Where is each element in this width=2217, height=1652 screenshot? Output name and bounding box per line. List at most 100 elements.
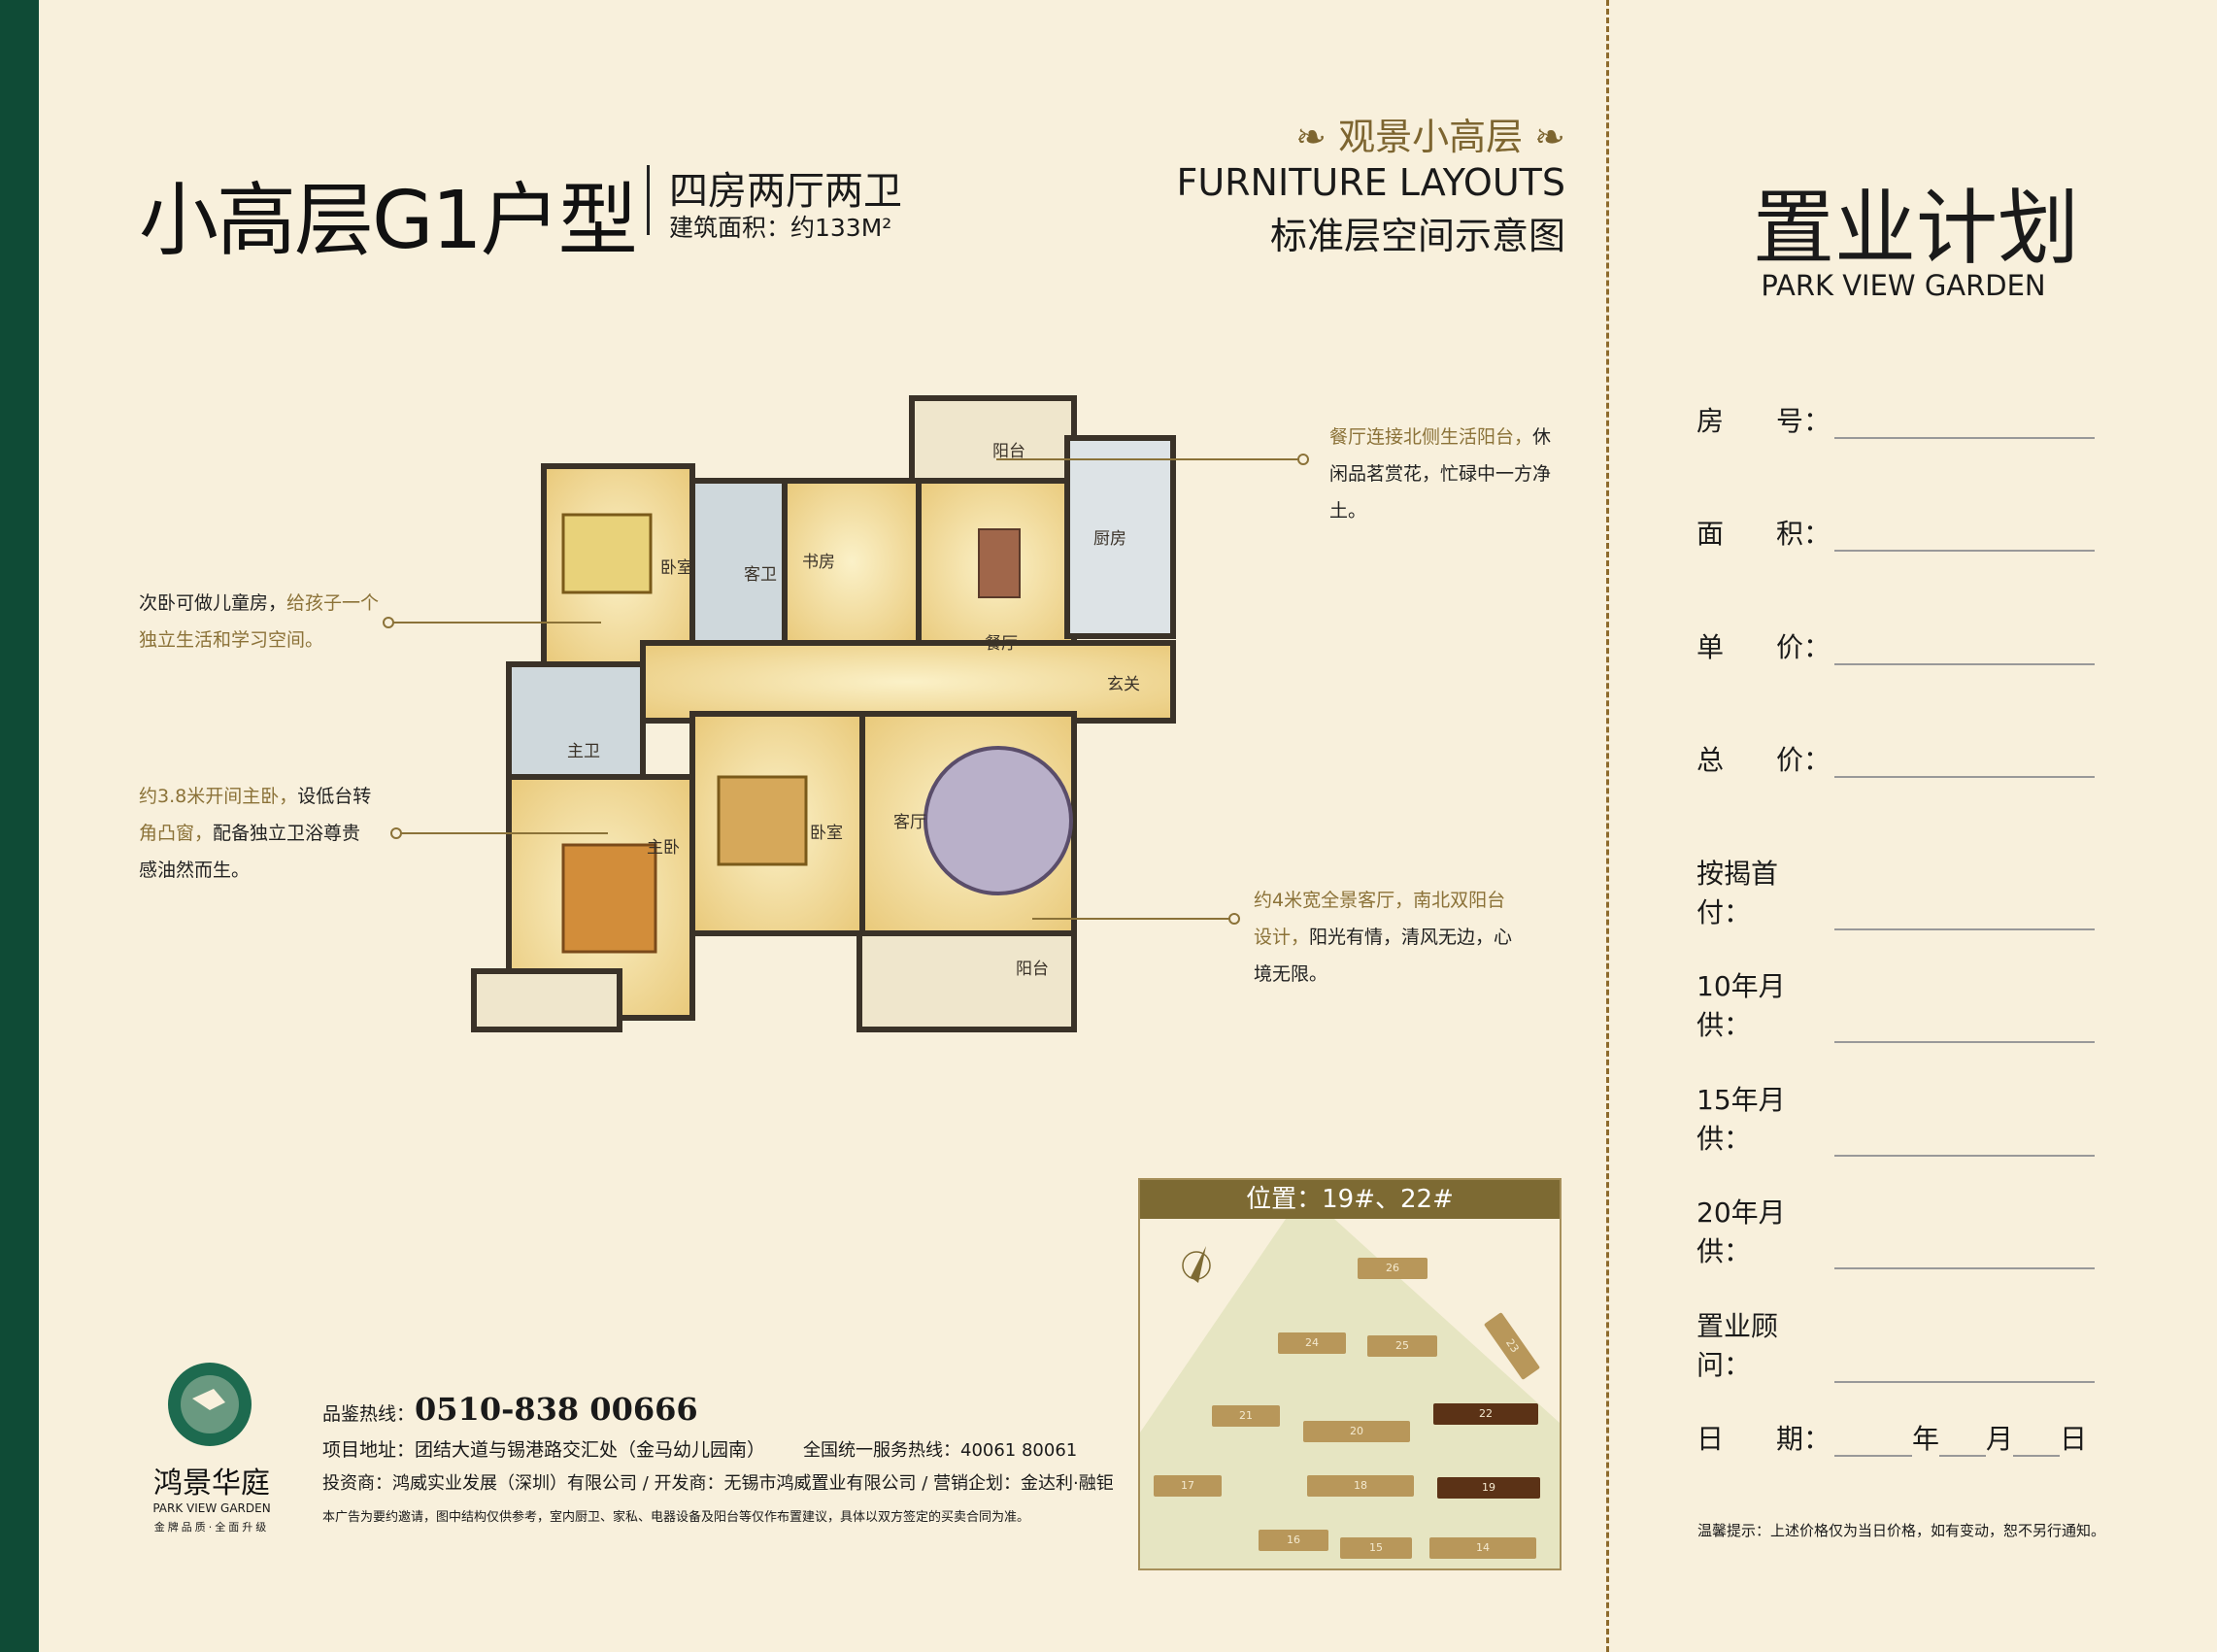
building-17: 17 (1154, 1475, 1222, 1497)
price-notice: 温馨提示：上述价格仅为当日价格，如有变动，恕不另行通知。 (1697, 1522, 2106, 1539)
ann1-l1b: 给孩子一个 (286, 592, 380, 614)
field-input[interactable] (1834, 751, 2095, 778)
building-18: 18 (1307, 1475, 1414, 1497)
field-input[interactable] (1834, 638, 2095, 665)
field-input[interactable] (1834, 1356, 2095, 1383)
field-label: 价： (1775, 744, 1831, 776)
label-foyer: 玄关 (1107, 675, 1140, 694)
ann3-l2: 闲品茗赏花，忙碌中一方净 (1329, 463, 1552, 485)
brand-slogan: 金牌品质·全面升级 (153, 1521, 270, 1534)
location-map: 位置：19#、22# 26 24 25 23 21 20 22 17 18 19… (1138, 1178, 1562, 1570)
field-label: 按揭首付： (1696, 858, 1779, 928)
room-master-bath (506, 661, 646, 780)
tag-title: ❧ 观景小高层 ❧ (1295, 116, 1565, 158)
tear-line (1606, 0, 1609, 1652)
annotation-master: 约3.8米开间主卧，设低台转 角凸窗，配备独立卫浴尊贵 感油然而生。 (139, 778, 371, 889)
field-consultant[interactable]: 置业顾问： (1696, 1305, 2095, 1383)
field-label: 日 (1696, 1423, 1725, 1455)
logo-emblem-icon (168, 1363, 252, 1446)
building-15: 15 (1340, 1537, 1412, 1559)
title-divider (647, 165, 650, 235)
brand-name-en: PARK VIEW GARDEN (152, 1501, 271, 1515)
field-label: 10年月供： (1696, 970, 1786, 1041)
ann1-l2: 独立生活和学习空间。 (139, 629, 324, 651)
hotline: 品鉴热线：0510-838 00666 (322, 1391, 698, 1428)
living-rug (924, 746, 1073, 895)
company-info: 投资商：鸿威实业发展（深圳）有限公司 / 开发商：无锡市鸿威置业有限公司 / 营… (322, 1473, 1114, 1494)
label-bedroom-2: 卧室 (810, 824, 843, 843)
leader-dot-1 (383, 617, 394, 628)
location-title: 位置：19#、22# (1140, 1180, 1560, 1219)
field-unit-price[interactable]: 单 价： (1696, 626, 2095, 665)
leader-dot-3 (1297, 454, 1309, 465)
ann4-l1: 约4米宽全景客厅，南北双阳台 (1254, 890, 1506, 911)
field-label: 单 (1696, 631, 1725, 663)
field-input[interactable] (1834, 1242, 2095, 1269)
annotation-dining: 餐厅连接北侧生活阳台，休 闲品茗赏花，忙碌中一方净 土。 (1329, 419, 1551, 529)
field-total-price[interactable]: 总 价： (1696, 739, 2095, 778)
brand-logo: 鸿景华庭 PARK VIEW GARDEN 金牌品质·全面升级 (124, 1360, 299, 1534)
label-master-bath: 主卫 (567, 742, 600, 761)
field-label: 房 (1696, 405, 1725, 437)
hotline-number: 0510-838 00666 (415, 1391, 698, 1428)
building-20: 20 (1303, 1421, 1410, 1442)
room-kitchen (1064, 435, 1176, 639)
north-balcony (909, 395, 1077, 484)
view-cone (1140, 1219, 1560, 1568)
bed-2 (717, 775, 808, 866)
date-day-input[interactable] (2013, 1430, 2061, 1457)
label-guest-bath: 客卫 (744, 565, 777, 585)
field-input[interactable] (1834, 1129, 2095, 1157)
field-label: 价： (1775, 631, 1831, 663)
field-20yr-payment[interactable]: 20年月供： (1696, 1192, 2095, 1269)
subtitle-cn: 标准层空间示意图 (1269, 215, 1565, 257)
service-hotline: 全国统一服务热线：40061 80061 (803, 1440, 1078, 1461)
field-area[interactable]: 面积： (1696, 513, 2095, 552)
tag-text: 观景小高层 (1338, 116, 1524, 158)
ann3-l1b: 休 (1532, 426, 1552, 448)
master-bed (561, 843, 657, 954)
label-master-bedroom: 主卧 (647, 838, 680, 858)
label-bedroom-1: 卧室 (660, 558, 693, 578)
building-21: 21 (1212, 1405, 1280, 1427)
compass-icon (1182, 1246, 1211, 1283)
subtitle-en: FURNITURE LAYOUTS (1176, 161, 1565, 204)
building-24: 24 (1278, 1332, 1346, 1354)
month-label: 月 (1986, 1423, 2014, 1455)
building-area: 建筑面积：约133M² (669, 214, 892, 242)
ann3-l3: 土。 (1329, 500, 1367, 522)
ann4-l3: 境无限。 (1254, 963, 1328, 985)
building-25: 25 (1367, 1335, 1437, 1357)
ann4-l2b: 阳光有情，清风无边，心 (1309, 927, 1513, 948)
annotation-living: 约4米宽全景客厅，南北双阳台 设计，阳光有情，清风无边，心 境无限。 (1254, 882, 1512, 993)
label-kitchen: 厨房 (1093, 529, 1126, 549)
room-guest-bath (689, 478, 788, 654)
field-room-no[interactable]: 房 号： (1696, 400, 2095, 439)
west-balcony (471, 968, 622, 1032)
field-10yr-payment[interactable]: 10年月供： (1696, 965, 2095, 1043)
field-input[interactable] (1834, 524, 2095, 552)
ann2-l3: 感油然而生。 (139, 860, 251, 881)
field-15yr-payment[interactable]: 15年月供： (1696, 1079, 2095, 1157)
field-input[interactable] (1834, 412, 2095, 439)
field-label: 号： (1775, 405, 1831, 437)
ann2-l2a: 角凸窗， (139, 823, 214, 844)
date-year-input[interactable] (1834, 1430, 1912, 1457)
field-date[interactable]: 日期：年月日 (1696, 1418, 2087, 1457)
field-label: 积： (1775, 518, 1831, 550)
field-label: 20年月供： (1696, 1197, 1786, 1267)
corridor (640, 640, 1176, 724)
field-input[interactable] (1834, 903, 2095, 930)
field-label: 总 (1696, 744, 1725, 776)
building-19: 19 (1437, 1477, 1540, 1499)
brand-name: 鸿景华庭 (153, 1467, 270, 1500)
annotation-bedroom: 次卧可做儿童房，给孩子一个 独立生活和学习空间。 (139, 585, 379, 658)
south-balcony (857, 930, 1077, 1032)
bed-1 (561, 513, 653, 594)
label-study: 书房 (802, 553, 835, 572)
field-input[interactable] (1834, 1016, 2095, 1043)
field-down-payment[interactable]: 按揭首付： (1696, 853, 2095, 930)
field-label: 15年月供： (1696, 1084, 1786, 1155)
disclaimer: 本广告为要约邀请，图中结构仅供参考，室内厨卫、家私、电器设备及阳台等仅作布置建议… (322, 1510, 1030, 1525)
date-month-input[interactable] (1939, 1430, 1987, 1457)
